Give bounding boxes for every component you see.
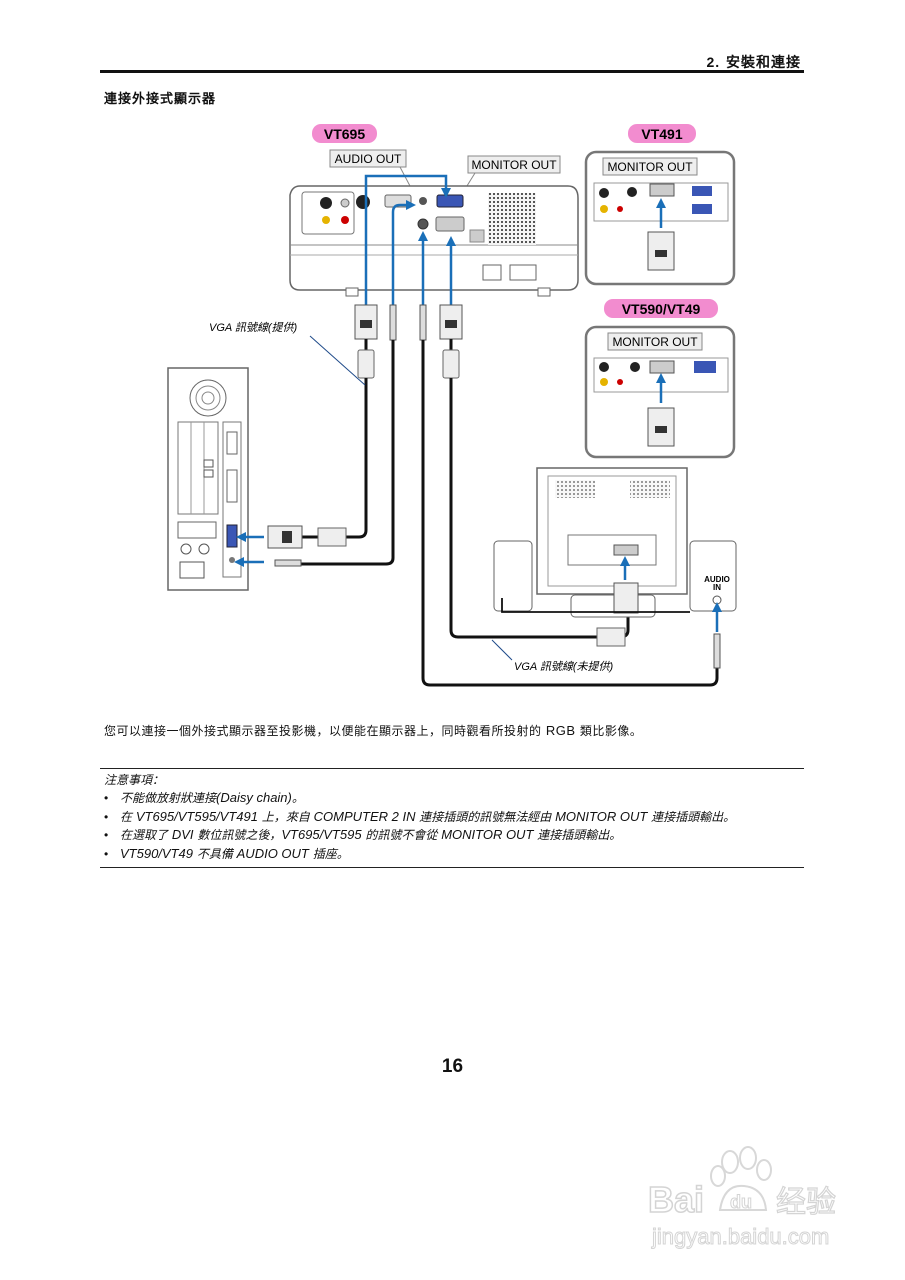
note-text: 在 [120,809,136,824]
model-badge-vt695: VT695 [312,124,377,143]
projector-connection-arrows [364,174,456,305]
vga-supplied-label: VGA 訊號線(提供) [209,321,298,334]
note-text: 連接插頭的訊號無法經由 [415,809,556,824]
note-text: DVI [171,827,194,842]
speaker-right: AUDIO IN [689,540,737,612]
body-paragraph: 您可以連接一個外接式顯示器至投影機，以便能在顯示器上，同時觀看所投射的 RGB … [104,722,642,739]
audio-out-label: AUDIO OUT [335,152,402,166]
note-item: •在 VT695/VT595/VT491 上，來自 COMPUTER 2 IN … [100,808,804,827]
note-text: VT695/VT595 [281,827,362,842]
monitor-out-callout: MONITOR OUT [451,155,561,211]
bullet: • [104,846,109,861]
audio-plug-monitor [713,633,721,669]
vga-not-supplied-label: VGA 訊號線(未提供) [514,660,614,673]
model-label-vt590: VT590/VT49 [622,301,701,317]
bullet: • [104,791,109,805]
note-text: 連接插頭輸出。 [647,809,736,824]
note-text: 不具備 [193,846,237,861]
external-monitor [536,467,688,618]
section-title: 連接外接式顯示器 [104,92,217,107]
bullet: • [104,828,109,842]
vga-plug-monitor-out [439,304,463,379]
vga-supplied-callout: VGA 訊號線(提供) [209,321,366,386]
ferrite-core-monitor [596,627,626,647]
vga-plug-pc [267,525,303,549]
inset-vt590: MONITOR OUT [584,325,736,459]
body-text-post: 類比影像。 [575,724,643,738]
page-number: 16 [441,1056,464,1077]
note-text: COMPUTER 2 IN [313,808,416,824]
audio-plug-projector-out [419,304,427,341]
note-text: MONITOR OUT [555,808,648,824]
computer-tower [167,367,249,591]
ferrite-core-pc [317,527,347,547]
note-text: 插座。 [308,846,349,861]
note-text: 不能做放射狀連接 [120,791,217,805]
projector-vt695 [289,185,579,297]
watermark-url: jingyan.baidu.com [651,1224,829,1249]
audio-plug-pc [274,559,302,567]
model-label-vt491: VT491 [641,126,682,142]
model-label-vt695: VT695 [324,126,365,142]
note-text: (Daisy chain) [216,790,292,805]
paw-icon [710,1146,772,1211]
vga-plug-projector-in [354,304,378,379]
note-text: 的訊號不會從 [361,828,442,842]
body-text-rgb: RGB [545,723,576,738]
notes-title: 注意事項： [104,773,165,787]
pc-connection-arrows [234,532,264,567]
note-item: • 在選取了 DVI 數位訊號之後，VT695/VT595 的訊號不會從 MONI… [100,826,804,845]
vga-not-supplied-callout: VGA 訊號線(未提供) [491,639,614,673]
audio-in-label-2: IN [713,583,721,592]
note-item: • VT590/VT49 不具備 AUDIO OUT 插座。 [100,845,804,864]
note-text: 數位訊號之後， [193,828,282,842]
watermark-cn: 经验 [776,1186,836,1219]
connection-diagram: VT695 VT491 VT590/VT49 AUDIO OUT MONITOR… [167,124,737,687]
watermark-du: du [730,1192,752,1212]
inset-vt491: MONITOR OUT [584,150,736,286]
note-text: MONITOR OUT [441,827,534,842]
speaker-cable [501,598,690,613]
note-text: 。 [291,791,304,805]
note-text: AUDIO OUT [236,845,309,861]
audio-plug-projector [389,304,397,341]
body-text-pre: 您可以連接一個外接式顯示器至投影機，以便能在顯示器上，同時觀看所投射的 [104,724,546,738]
inset-vt491-monitor-out-label: MONITOR OUT [607,160,693,174]
baidu-jingyan-watermark: Bai du 经验 jingyan.baidu.com [647,1146,837,1250]
model-badge-vt590: VT590/VT49 [604,299,718,318]
watermark-brand: Bai [648,1179,704,1220]
chapter-heading: 2. 安裝和連接 [706,52,801,72]
audio-in-label-1: AUDIO [704,575,730,584]
note-text: VT695/VT595/VT491 [135,808,258,824]
bullet: • [104,809,109,824]
model-badge-vt491: VT491 [628,124,696,143]
chapter-title: 安裝和連接 [726,55,801,71]
monitor-out-label: MONITOR OUT [471,158,557,172]
note-text: VT590/VT49 [120,845,193,861]
cables [300,340,719,687]
chapter-number: 2. [706,54,721,70]
inset-vt590-monitor-out-label: MONITOR OUT [612,335,698,349]
note-item: • 不能做放射狀連接(Daisy chain)。 [100,789,804,808]
header-rule [100,70,804,73]
note-text: 上，來自 [257,809,314,824]
note-text: 連接插頭輸出。 [533,828,622,842]
speaker-left [493,540,533,612]
note-text: 在選取了 [120,828,172,842]
notes-box: 注意事項： • 不能做放射狀連接(Daisy chain)。 • 在 VT695/V… [100,768,804,868]
